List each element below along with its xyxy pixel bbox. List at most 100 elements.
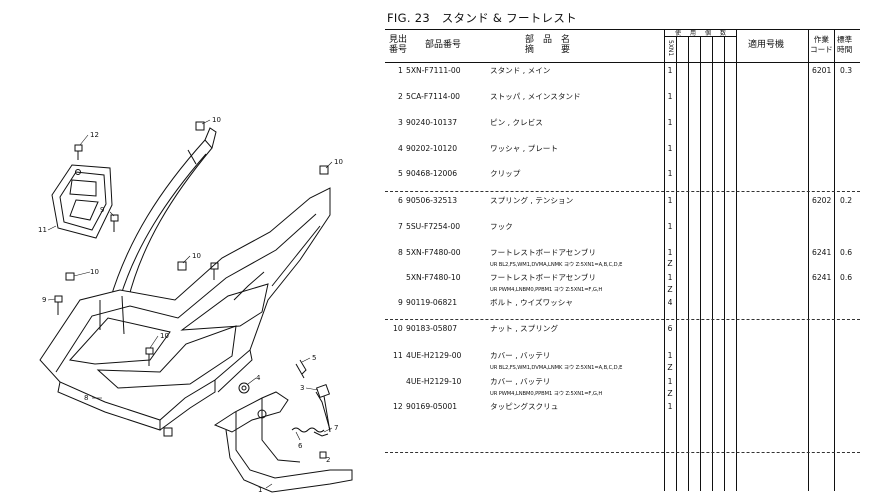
row-8-sub-qty: Z xyxy=(667,259,673,268)
row-8-sub-note: UR BL2,FS,WM1,DVMA,LNMK ヨウ Z:5XN1=A,B,C,… xyxy=(490,262,623,268)
header-work-code-text: 作業 コード xyxy=(810,35,833,54)
row-1-ref: 1 xyxy=(398,66,403,75)
row-12-ref: 12 xyxy=(393,402,403,411)
row-8b-qty: 1 xyxy=(667,273,673,282)
row-1-part-no: 5XN-F7111-00 xyxy=(406,66,461,75)
row-6-ref: 6 xyxy=(398,196,403,205)
row-8-qty: 1 xyxy=(667,248,673,257)
row-1-name: スタンド , メイン xyxy=(490,66,551,75)
row-11b-qty: 1 xyxy=(667,377,673,386)
row-11-sub-note: UR BL2,FS,WM1,DVMA,LNMK ヨウ Z:5XN1=A,B,C,… xyxy=(490,365,623,371)
row-8-work-code: 6241 xyxy=(812,248,832,257)
row-6-qty: 1 xyxy=(667,196,673,205)
callout-5: 5 xyxy=(312,354,316,362)
row-10-ref: 10 xyxy=(393,324,403,333)
battery-cover-part xyxy=(51,164,113,239)
row-7-ref: 7 xyxy=(398,222,403,231)
qty-col-rule xyxy=(688,36,689,491)
row-7-qty: 1 xyxy=(667,222,673,231)
row-8-part-no: 5XN-F7480-00 xyxy=(406,248,461,257)
header-part-name: 部 品 名 摘 要 xyxy=(525,35,570,55)
row-11b-name: カバー , バッテリ xyxy=(490,377,551,386)
row-11b-part-no: 4UE-H2129-10 xyxy=(406,377,462,386)
rear-fender-part xyxy=(109,127,217,301)
qty-col-rule xyxy=(700,36,701,491)
row-11b-sub-note: UR PWM4,LNBM0,PPBM1 ヨウ Z:5XN1=F,G,H xyxy=(490,391,603,397)
row-separator xyxy=(385,191,860,192)
row-1-work-code: 6201 xyxy=(812,66,832,75)
row-7-name: フック xyxy=(490,222,513,231)
row-8b-sub-qty: Z xyxy=(667,285,673,294)
row-5-ref: 5 xyxy=(398,169,403,178)
parts-diagram-drawing: 12 10 10 11 9 10 10 10 9 8 5 4 3 7 6 2 1 xyxy=(38,116,353,494)
header-usage: 使 用 個 数 xyxy=(675,30,728,37)
row-9-qty: 4 xyxy=(667,298,673,307)
row-5-name: クリップ xyxy=(490,169,521,178)
callout-6: 6 xyxy=(298,442,303,450)
callout-10c: 10 xyxy=(192,252,201,260)
row-11-ref: 11 xyxy=(393,351,403,360)
row-4-part-no: 90202-10120 xyxy=(406,144,458,153)
row-6-part-no: 90506-32513 xyxy=(406,196,458,205)
main-stand-part xyxy=(213,391,353,493)
row-6-std-time: 0.2 xyxy=(840,196,853,205)
header-part-no: 部品番号 xyxy=(425,40,462,50)
row-4-qty: 1 xyxy=(667,144,673,153)
row-11-sub-qty: Z xyxy=(667,363,673,372)
row-3-name: ピン , クレビス xyxy=(490,118,543,127)
row-10-qty: 6 xyxy=(667,324,673,333)
usage-label-rule xyxy=(664,36,736,37)
row-9-name: ボルト , ウイズワッシャ xyxy=(490,298,573,307)
code-col-right-rule xyxy=(834,29,835,491)
header-work-code: 作業 コード xyxy=(810,35,833,55)
header-std-time-text: 標準 時間 xyxy=(837,35,853,54)
callout-3: 3 xyxy=(300,384,304,392)
row-separator xyxy=(385,452,860,453)
small-hardware-parts xyxy=(238,359,331,459)
header-ref-no-text: 見出 番号 xyxy=(389,35,408,55)
row-3-part-no: 90240-10137 xyxy=(406,118,458,127)
row-11b-sub-qty: Z xyxy=(667,389,673,398)
row-4-ref: 4 xyxy=(398,144,403,153)
row-11-qty: 1 xyxy=(667,351,673,360)
row-3-ref: 3 xyxy=(398,118,403,127)
callout-9b: 9 xyxy=(42,296,46,304)
callout-8: 8 xyxy=(84,394,88,402)
qty-col-rule xyxy=(712,36,713,491)
row-8b-work-code: 6241 xyxy=(812,273,832,282)
table-header-rule xyxy=(385,62,860,63)
row-8b-name: フートレストボードアセンブリ xyxy=(490,273,596,282)
row-11-name: カバー , バッテリ xyxy=(490,351,551,360)
table-top-rule xyxy=(385,29,860,30)
header-ref-no: 見出 番号 xyxy=(389,35,407,55)
qty-col-right-rule xyxy=(736,29,737,491)
row-12-qty: 1 xyxy=(667,402,673,411)
header-part-name-text: 部 品 名 摘 要 xyxy=(525,35,571,55)
row-4-name: ワッシャ , プレート xyxy=(490,144,558,153)
row-2-qty: 1 xyxy=(667,92,673,101)
row-8-ref: 8 xyxy=(398,248,403,257)
row-5-qty: 1 xyxy=(667,169,673,178)
row-11-part-no: 4UE-H2129-00 xyxy=(406,351,462,360)
header-std-time: 標準 時間 xyxy=(837,35,852,55)
row-12-name: タッピングスクリュ xyxy=(490,402,559,411)
row-10-part-no: 90183-05807 xyxy=(406,324,458,333)
qty-col-rule xyxy=(724,36,725,491)
row-8b-std-time: 0.6 xyxy=(840,273,853,282)
qty-col-left-rule xyxy=(664,29,665,491)
row-1-std-time: 0.3 xyxy=(840,66,853,75)
row-10-name: ナット , スプリング xyxy=(490,324,558,333)
row-8-name: フートレストボードアセンブリ xyxy=(490,248,596,257)
header-applicable-model: 適用号機 xyxy=(748,40,785,50)
parts-diagram: 12 10 10 11 9 10 10 10 9 8 5 4 3 7 6 2 1 xyxy=(0,0,380,498)
row-8-std-time: 0.6 xyxy=(840,248,853,257)
row-9-ref: 9 xyxy=(398,298,403,307)
row-7-part-no: 5SU-F7254-00 xyxy=(406,222,461,231)
qty-col-rule xyxy=(676,36,677,491)
callout-7: 7 xyxy=(334,424,338,432)
callout-9a: 9 xyxy=(100,206,104,214)
callout-12: 12 xyxy=(90,131,99,139)
leader-lines xyxy=(47,119,333,489)
row-3-qty: 1 xyxy=(667,118,673,127)
